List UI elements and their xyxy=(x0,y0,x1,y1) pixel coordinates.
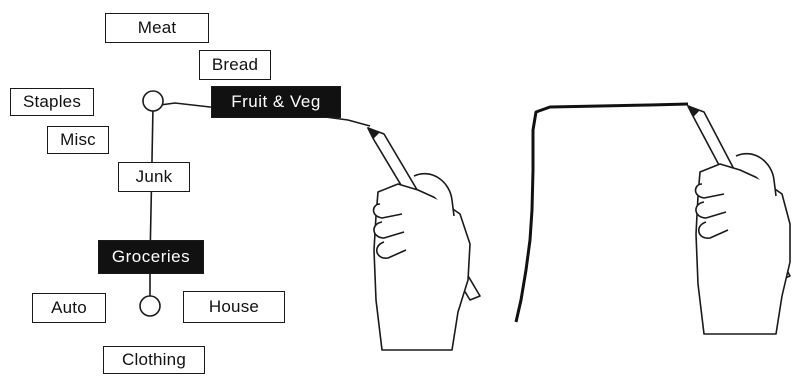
menu-item-bread[interactable]: Bread xyxy=(199,50,271,80)
menu-item-misc[interactable]: Misc xyxy=(47,126,109,154)
menu-center-circle-icon xyxy=(140,296,160,316)
menu-item-fruit-veg[interactable]: Fruit & Veg xyxy=(211,86,341,118)
menu-item-house[interactable]: House xyxy=(183,291,285,323)
menu-item-staples[interactable]: Staples xyxy=(10,88,94,116)
menu-item-junk[interactable]: Junk xyxy=(118,162,190,192)
stylus-hand-icon xyxy=(368,128,480,350)
menu-item-auto[interactable]: Auto xyxy=(32,293,106,323)
menu-item-groceries[interactable]: Groceries xyxy=(98,240,204,274)
expert-mark-stroke xyxy=(516,104,688,322)
stylus-hand-icon xyxy=(688,106,790,334)
menu-item-clothing[interactable]: Clothing xyxy=(103,346,205,374)
submenu-center-circle-icon xyxy=(143,91,163,111)
menu-item-meat[interactable]: Meat xyxy=(105,13,209,43)
